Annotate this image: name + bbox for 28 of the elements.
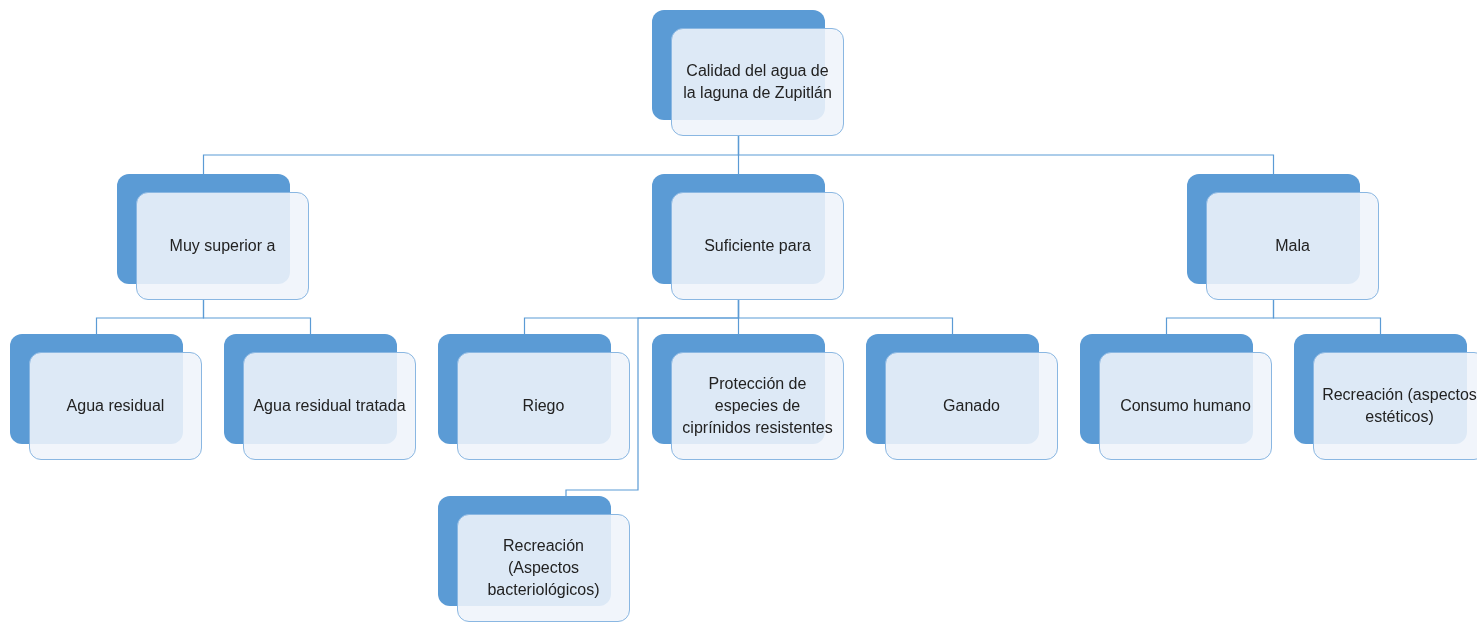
- layered-card: [652, 174, 846, 300]
- layered-card: [1187, 174, 1381, 300]
- layered-card: [117, 174, 311, 300]
- connector-line: [565, 299, 740, 497]
- layered-card: [438, 496, 632, 622]
- card-text: Suficiente para: [704, 236, 811, 256]
- card-text: Agua residual: [66, 396, 165, 416]
- card-text: Mala: [1275, 236, 1310, 256]
- connector-line: [1272, 299, 1382, 335]
- card-text: Riego: [522, 396, 565, 416]
- card-text: Ganado: [943, 396, 1000, 416]
- connector-line: [737, 135, 1275, 175]
- card-text: Agua residual tratada: [253, 396, 406, 416]
- card-text: Protección de especies de ciprínidos resistentes: [681, 374, 834, 438]
- card-text: Recreación (aspectos estéticos): [1322, 385, 1477, 427]
- card-text: Recreación (Aspectos bacteriológicos): [486, 536, 601, 600]
- card-text: Calidad del agua de la laguna de Zupitlán: [682, 61, 833, 103]
- layered-card: [866, 334, 1060, 460]
- layered-card: [438, 334, 632, 460]
- layered-card: [1294, 334, 1477, 460]
- connector-line: [202, 299, 312, 335]
- layered-card: [652, 334, 846, 460]
- layered-card: [10, 334, 204, 460]
- layered-card: [1080, 334, 1274, 460]
- card-text: Consumo humano: [1120, 396, 1251, 416]
- layered-card: [224, 334, 418, 460]
- layered-card: [652, 10, 846, 136]
- card-text: Muy superior a: [169, 236, 276, 256]
